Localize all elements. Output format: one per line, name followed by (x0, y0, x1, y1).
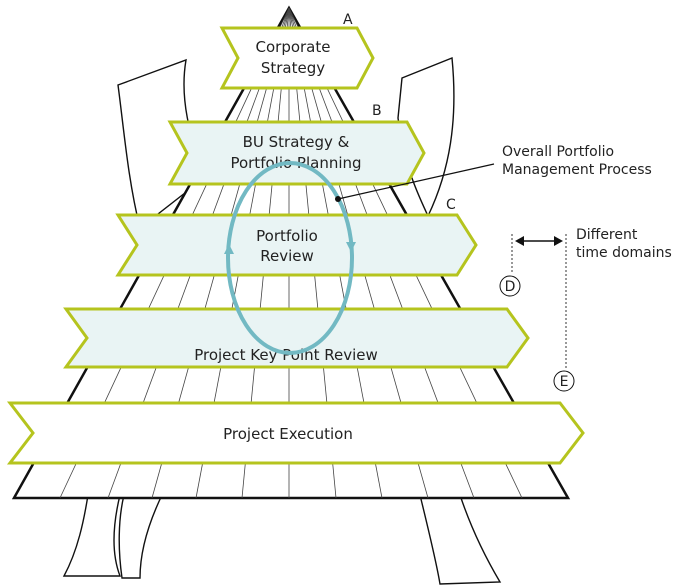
cycle-arrow-up-icon (224, 244, 234, 254)
time-domain-indicators: D E (499, 234, 575, 392)
overall-process-line2: Management Process (502, 162, 652, 178)
process-cycle-ellipse (226, 161, 354, 355)
portfolio-review-line1: Portfolio (256, 227, 318, 245)
marker-e: E (560, 374, 569, 390)
overall-process-line1: Overall Portfolio (502, 144, 614, 160)
bu-strategy-line1: BU Strategy & (243, 133, 350, 151)
marker-e-circle (553, 370, 575, 392)
flag-shapes (62, 57, 502, 585)
portfolio-review-line2: Review (260, 247, 314, 265)
arrow-right-icon (554, 236, 563, 246)
marker-a: A (343, 12, 353, 28)
cycle-arrow-down-icon (346, 242, 356, 252)
process-cycle (224, 161, 356, 355)
marker-d: D (505, 279, 516, 295)
left-lower-flag (62, 494, 122, 577)
process-callout-leader (337, 163, 495, 200)
chevron-bu-strategy (167, 120, 426, 186)
time-domains-line1: Different (576, 227, 638, 243)
right-lower-flag (419, 494, 502, 585)
key-point-review-label: Project Key Point Review (194, 346, 378, 364)
process-callout-dot (335, 196, 341, 202)
chevron-portfolio-review (115, 213, 478, 277)
project-execution-label: Project Execution (223, 425, 353, 443)
left-upper-flag (117, 58, 209, 230)
arrow-left-icon (515, 236, 524, 246)
marker-c: C (446, 197, 456, 213)
chevrons (6, 26, 585, 465)
chevron-key-point-review (63, 307, 530, 369)
time-domains-line2: time domains (576, 245, 672, 261)
chevron-project-execution (6, 401, 585, 465)
corporate-strategy-line1: Corporate (256, 38, 331, 56)
chevron-corporate-strategy (219, 26, 375, 90)
marker-d-circle (499, 275, 521, 297)
marker-b: B (372, 103, 382, 119)
left-lower-flag-inner (118, 494, 164, 579)
corporate-strategy-line2: Strategy (261, 59, 325, 77)
